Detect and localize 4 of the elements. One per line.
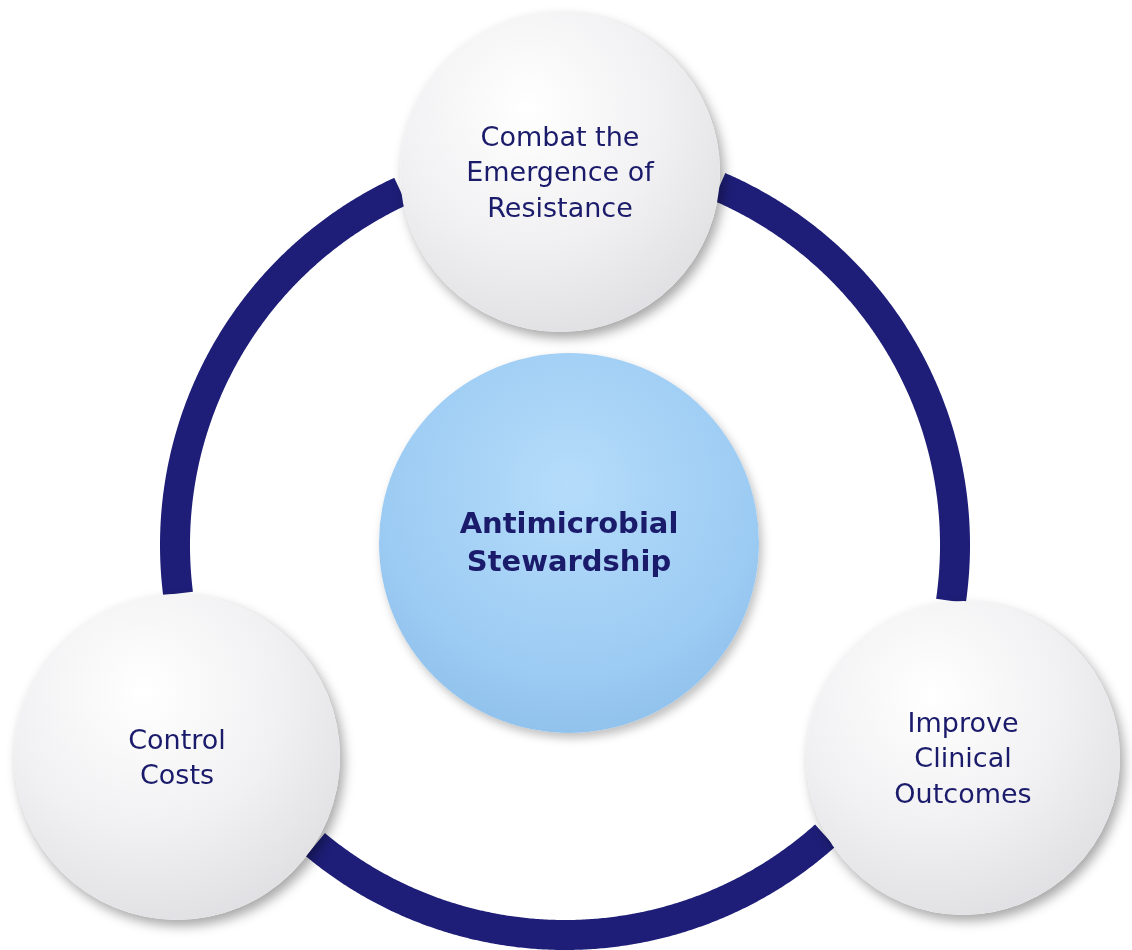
circle-label: Improve Clinical Outcomes [893, 706, 1033, 811]
circle-label: Combat the Emergence of Resistance [465, 120, 656, 225]
circle-label: Control Costs [127, 722, 227, 792]
circle-label: Antimicrobial Stewardship [458, 505, 680, 580]
